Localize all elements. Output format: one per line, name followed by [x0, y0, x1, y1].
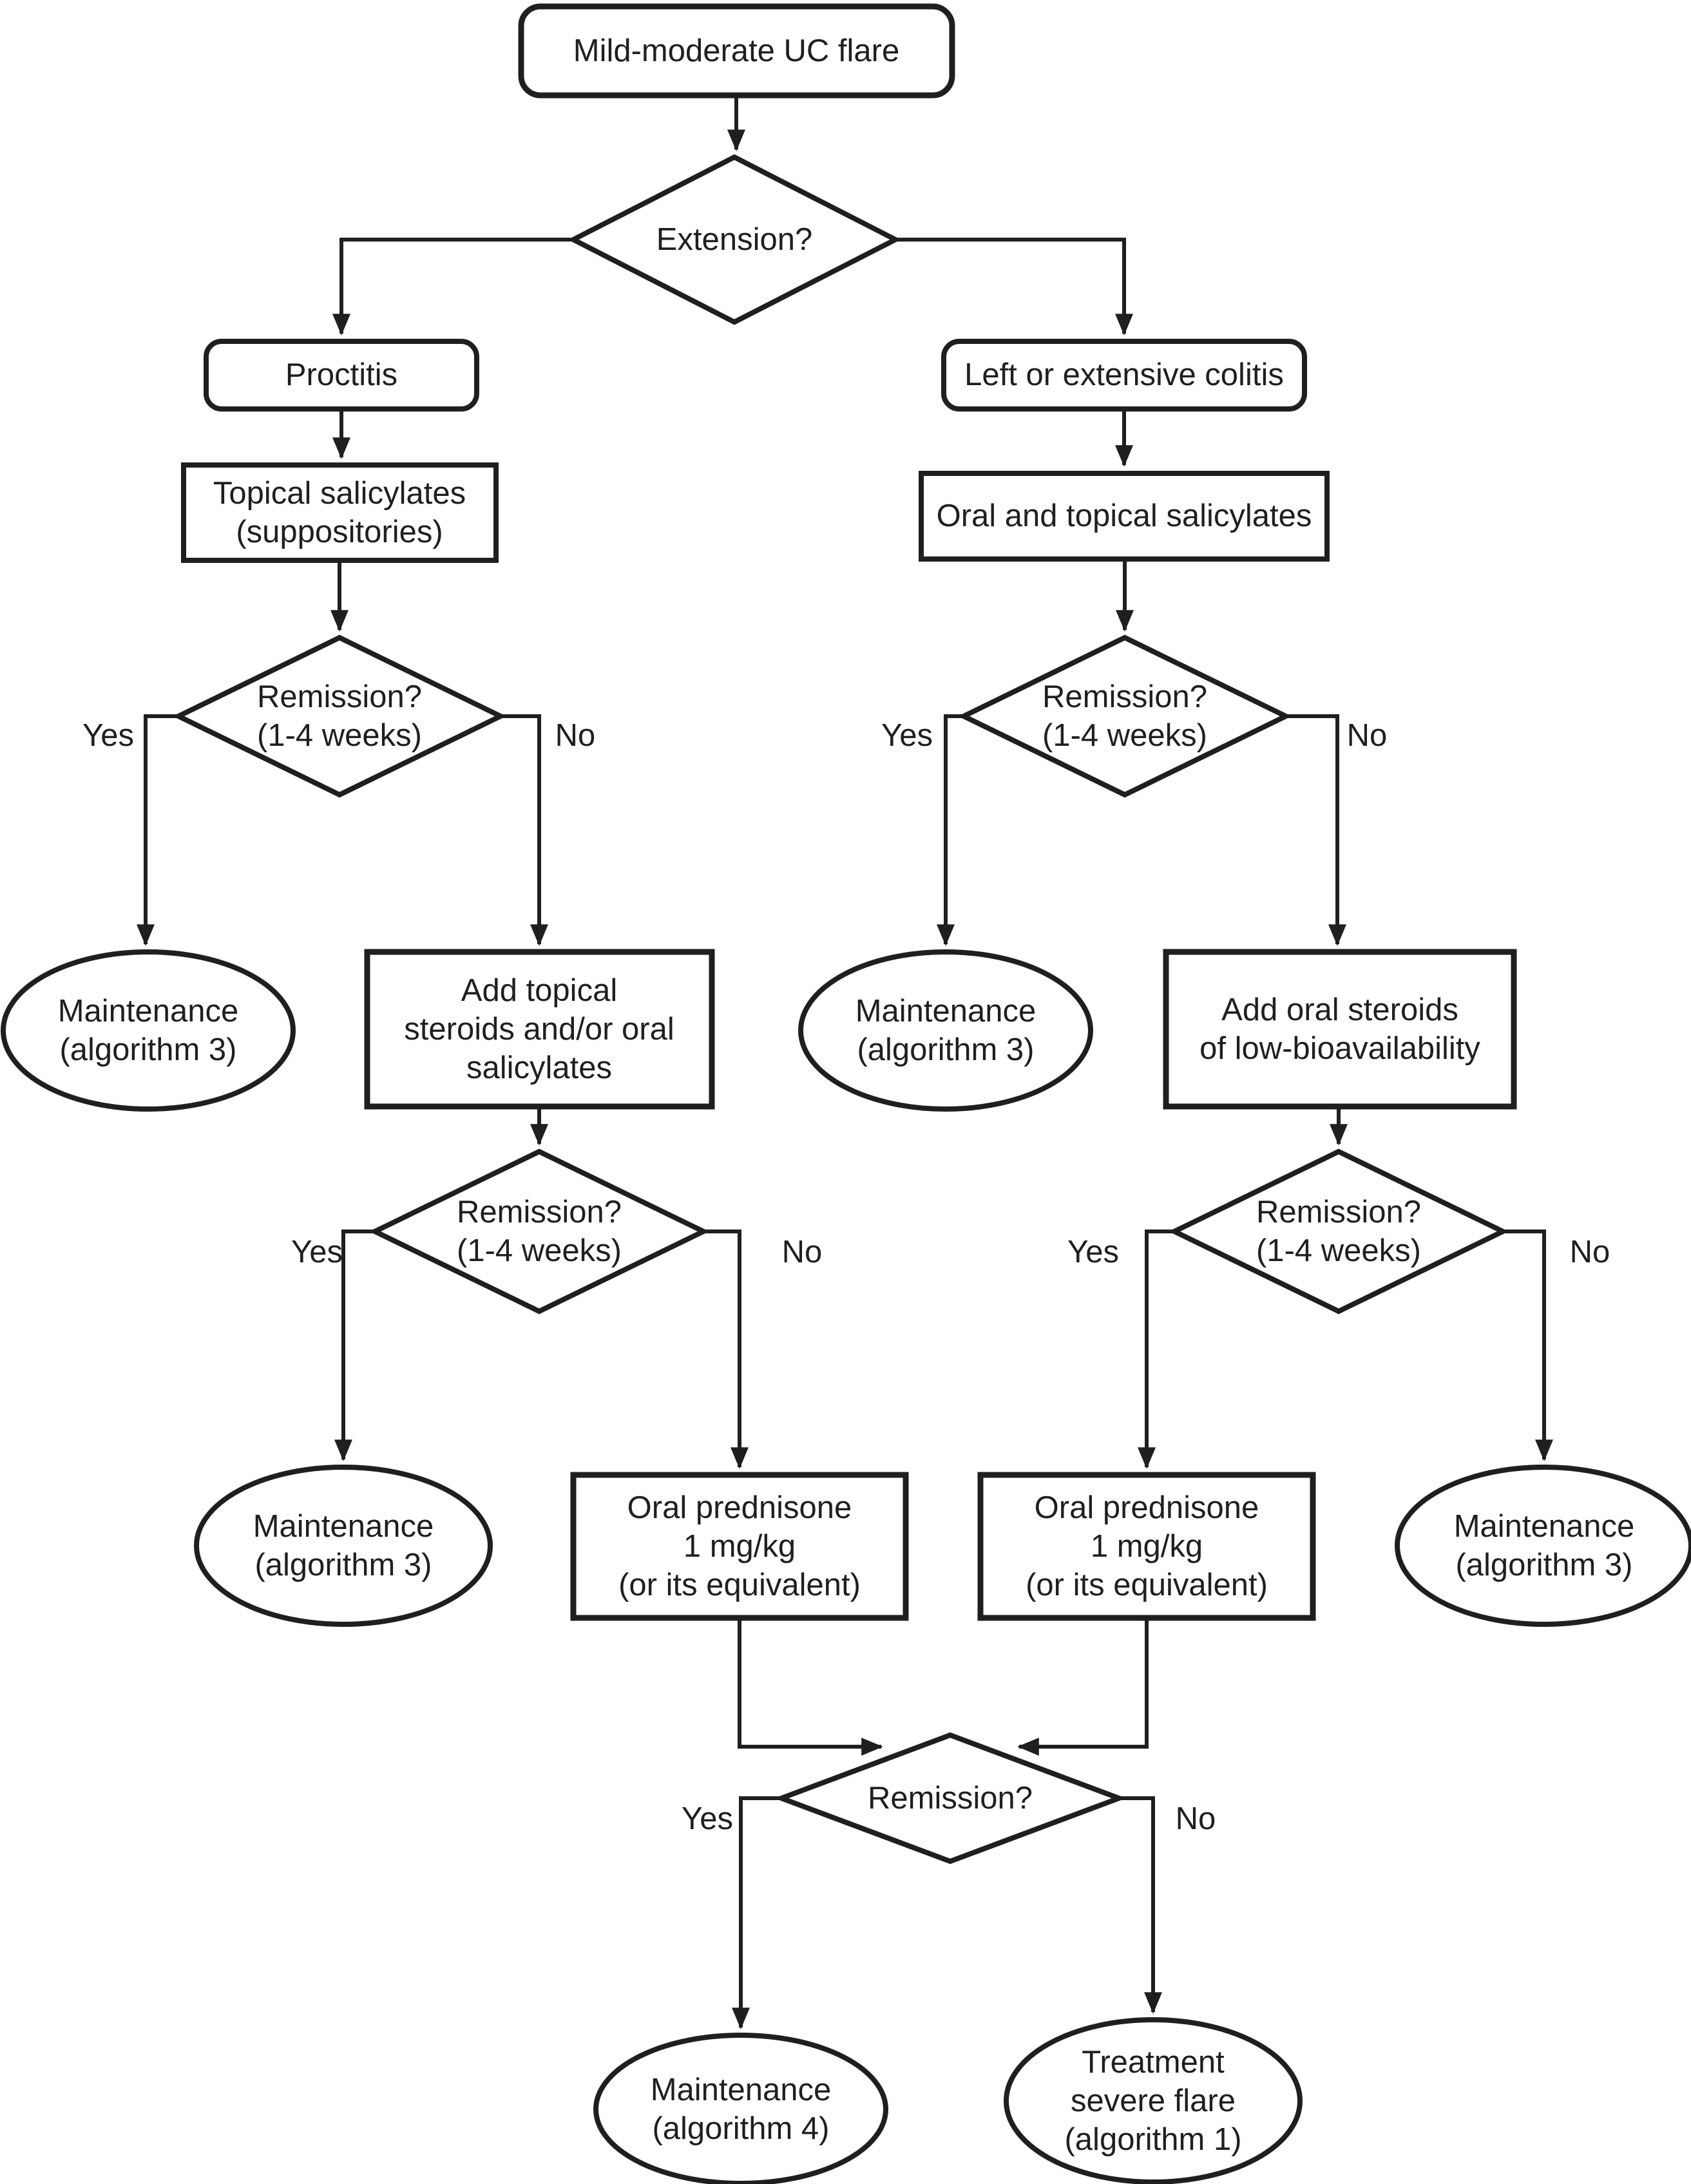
remission1-left-decision-shape: [172, 634, 507, 798]
treatment-severe-flare-ellipse-shape: [1004, 2017, 1303, 2184]
edge-remission2r-yes: [1138, 1230, 1174, 1469]
add-oral-steroids-box-shape: [1163, 949, 1517, 1110]
proctitis-node-shape: [204, 339, 479, 412]
edge-prednisoner-remissionfinal: [1017, 1618, 1149, 1756]
oral-prednisone-left-box-shape: [570, 1472, 909, 1621]
remission2-left-yes-label: Yes: [291, 1235, 343, 1269]
remission2-right-yes-label: Yes: [1067, 1235, 1119, 1269]
oral-topical-salicylates-box-shape: [919, 471, 1330, 562]
edge-prednisonel-remissionfinal: [738, 1618, 883, 1756]
maintenance4-ellipse-shape: [593, 2033, 888, 2184]
edge-extension-colitis: [895, 238, 1133, 336]
edge-remission2l-yes: [334, 1230, 375, 1461]
maintenance3-left-lower-ellipse-shape: [194, 1465, 493, 1627]
remission1-right-no-label: No: [1346, 718, 1388, 753]
edge-remission1l-yes: [137, 714, 178, 946]
maintenance3-right-lower-ellipse-shape: [1395, 1465, 1691, 1627]
extension-decision-shape: [568, 154, 901, 325]
edge-remission1r-no: [1286, 714, 1346, 946]
remission-final-yes-label: Yes: [682, 1801, 733, 1836]
remission1-right-decision-shape: [957, 634, 1292, 798]
start-node-shape: [518, 3, 955, 99]
remission2-left-decision-shape: [368, 1148, 710, 1315]
edge-remission1r-yes: [937, 714, 964, 946]
maintenance3-left-upper-ellipse-shape: [1, 949, 296, 1112]
edge-remission1l-no: [501, 714, 548, 946]
remission-final-no-label: No: [1175, 1801, 1216, 1836]
edge-extension-proctitis: [332, 238, 573, 336]
edge-remissionfinal-no: [1119, 1796, 1162, 2014]
edge-remissionfinal-yes: [732, 1796, 781, 2029]
add-topical-steroids-box-shape: [364, 949, 715, 1110]
maintenance3-right-upper-ellipse-shape: [798, 949, 1093, 1112]
remission2-right-decision-shape: [1168, 1148, 1509, 1315]
topical-salicylates-box-shape: [181, 462, 499, 563]
oral-prednisone-right-box-shape: [977, 1472, 1316, 1621]
colitis-node-shape: [941, 339, 1307, 412]
remission1-left-no-label: No: [555, 718, 596, 753]
remission2-left-no-label: No: [781, 1235, 823, 1269]
remission-final-decision-shape: [774, 1732, 1127, 1865]
remission1-right-yes-label: Yes: [881, 718, 933, 753]
edge-remission2l-no: [703, 1230, 749, 1469]
edge-remission2r-no: [1503, 1230, 1553, 1461]
remission2-right-no-label: No: [1569, 1235, 1610, 1269]
remission1-left-yes-label: Yes: [82, 718, 134, 753]
